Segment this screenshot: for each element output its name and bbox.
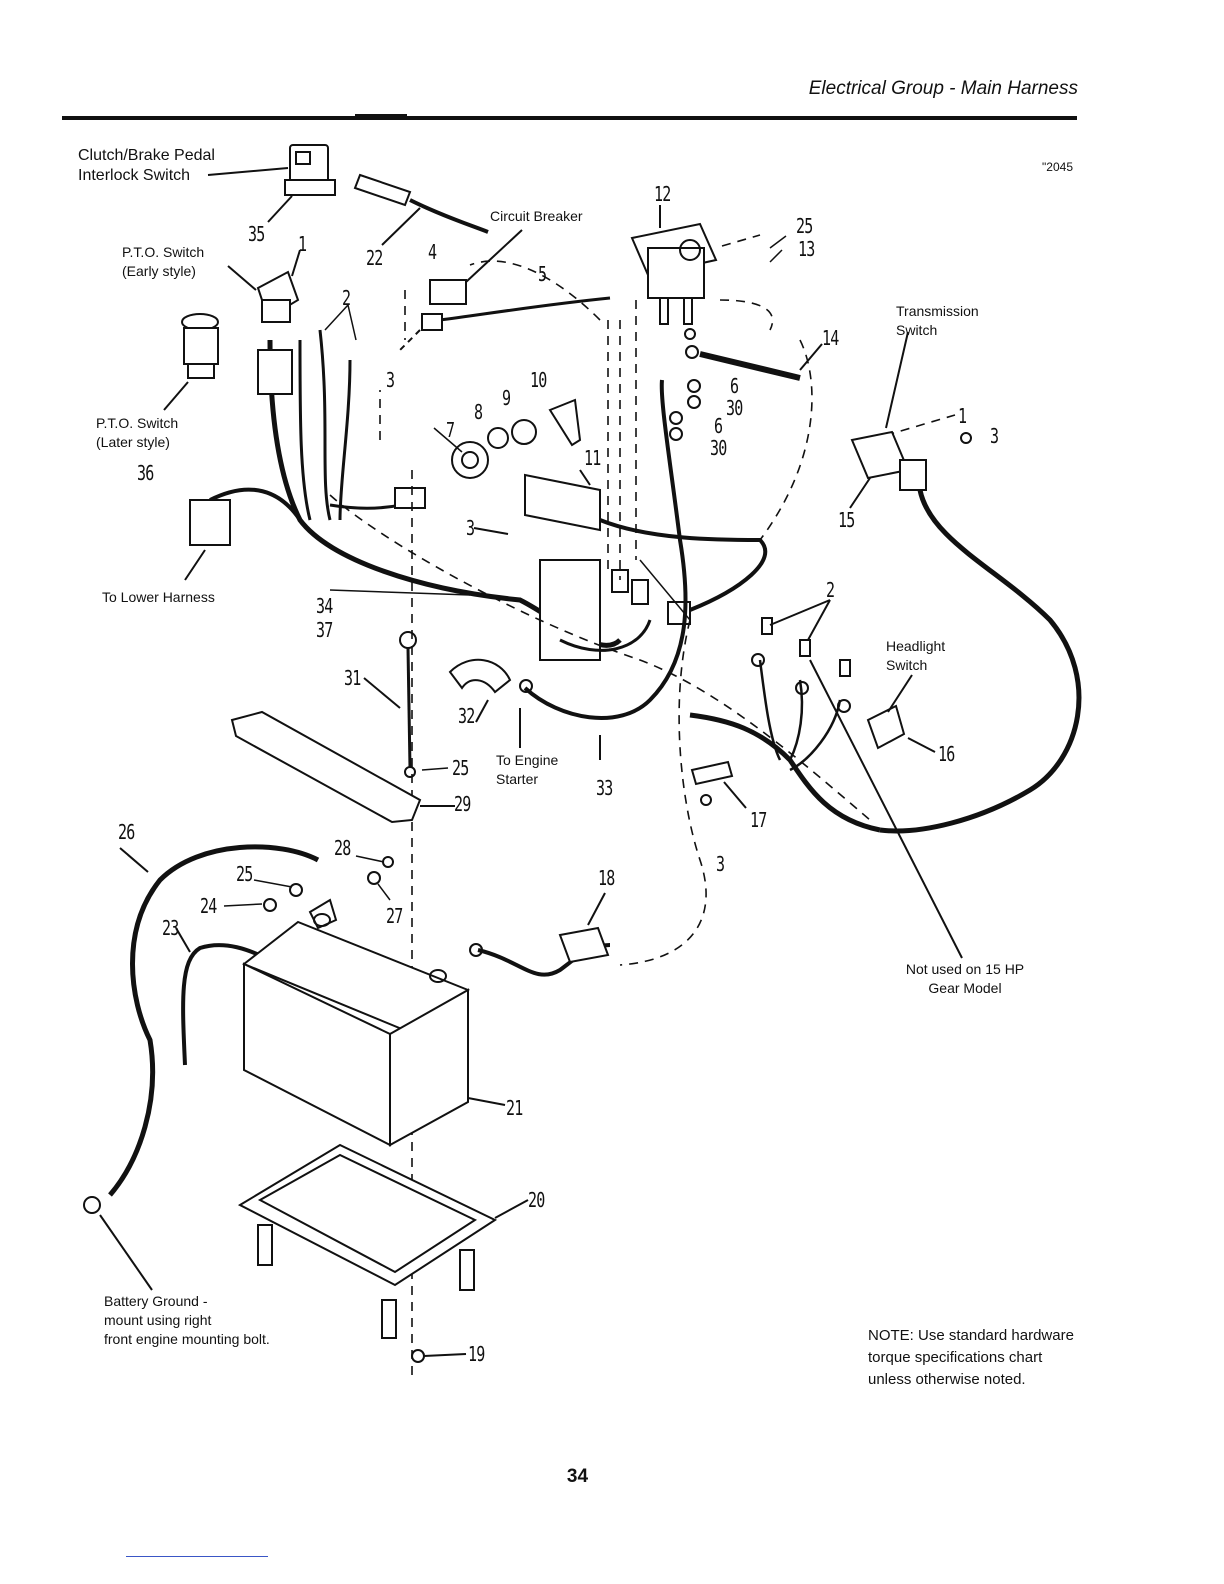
part-number-36: 36 — [137, 461, 154, 485]
washers-6-30 — [669, 379, 701, 441]
headlight-harness — [689, 599, 963, 959]
part-number-1-transmission: 1 — [958, 404, 967, 428]
part-number-3: 3 — [386, 368, 395, 392]
label-not-used-15hp: Not used on 15 HP Gear Model — [905, 961, 1025, 996]
module-11 — [473, 469, 601, 535]
part-number-16: 16 — [938, 742, 955, 766]
part-number-6-lower: 6 — [714, 414, 723, 438]
part-number-22: 22 — [366, 246, 383, 270]
clutch-interlock-switch — [207, 144, 336, 223]
part-number-12: 12 — [654, 182, 671, 206]
part-number-29: 29 — [454, 792, 471, 816]
label-pto-switch-early: P.T.O. Switch (Early style) — [122, 244, 205, 279]
rod-31 — [363, 631, 417, 778]
battery-hold-down — [230, 710, 455, 824]
footer-link-line — [126, 1556, 268, 1557]
part-number-7: 7 — [446, 418, 455, 442]
label-transmission-switch: Transmission Switch — [896, 303, 979, 338]
part-number-3-transmission: 3 — [990, 424, 999, 448]
part-number-20: 20 — [528, 1188, 545, 1212]
cable-26 — [83, 844, 320, 1291]
bracket-17 — [690, 760, 747, 809]
part-number-4: 4 — [428, 240, 437, 264]
cable-33 — [519, 379, 688, 760]
label-circuit-breaker: Circuit Breaker — [490, 208, 583, 224]
part-number-30-lower: 30 — [710, 436, 727, 460]
part-number-1: 1 — [298, 232, 307, 256]
part-number-32: 32 — [458, 704, 475, 728]
main-harness-bundle — [184, 329, 768, 661]
pto-switch-later — [163, 313, 219, 411]
part-number-3-bracket: 3 — [716, 852, 725, 876]
ignition-parts — [451, 398, 582, 479]
part-number-25: 25 — [796, 214, 813, 238]
label-to-lower-harness: To Lower Harness — [102, 589, 215, 605]
header-rule — [62, 116, 1077, 120]
part-number-11: 11 — [584, 446, 601, 470]
part-number-28: 28 — [334, 836, 351, 860]
part-number-19: 19 — [468, 1342, 485, 1366]
part-number-2-headlight: 2 — [826, 578, 835, 602]
battery-21 — [242, 913, 506, 1147]
pto-switch-early — [227, 249, 301, 323]
part-number-8: 8 — [474, 400, 483, 424]
part-number-25-battery: 25 — [236, 862, 253, 886]
part-number-26: 26 — [118, 820, 135, 844]
part-number-14: 14 — [822, 326, 839, 350]
part-number-23: 23 — [162, 916, 179, 940]
cable-18 — [469, 892, 611, 977]
label-battery-ground: Battery Ground - mount using right front… — [104, 1293, 270, 1347]
part-number-9: 9 — [502, 386, 511, 410]
cable-23 — [175, 927, 271, 1066]
part-number-30-upper: 30 — [726, 396, 743, 420]
cable-14 — [684, 328, 823, 381]
part-number-37: 37 — [316, 618, 333, 642]
part-number-5: 5 — [538, 262, 547, 286]
part-number-25-rod: 25 — [452, 756, 469, 780]
part-number-35: 35 — [248, 222, 265, 246]
part-number-2: 2 — [342, 286, 351, 310]
boot-32 — [448, 658, 512, 723]
part-number-13: 13 — [798, 237, 815, 261]
leader-lines — [223, 235, 787, 907]
header-rule-accent — [355, 114, 407, 117]
part-number-3-module: 3 — [466, 516, 475, 540]
starter-solenoid — [630, 205, 718, 325]
part-number-15: 15 — [838, 508, 855, 532]
torque-note: NOTE: Use standard hardware torque speci… — [868, 1327, 1074, 1388]
part-number-6-upper: 6 — [730, 374, 739, 398]
page-header-title: Electrical Group - Main Harness — [808, 78, 1078, 99]
part-number-34: 34 — [316, 594, 333, 618]
wire-22 — [353, 173, 489, 246]
part-number-18: 18 — [598, 866, 615, 890]
page-number: 34 — [566, 1466, 589, 1487]
label-headlight-switch: Headlight Switch — [886, 638, 946, 673]
part-number-24: 24 — [200, 894, 217, 918]
part-number-21: 21 — [506, 1096, 523, 1120]
part-number-17: 17 — [750, 808, 767, 832]
label-to-engine-starter: To Engine Starter — [496, 752, 559, 787]
part-number-31: 31 — [344, 666, 361, 690]
label-pto-switch-later: P.T.O. Switch (Later style) — [96, 415, 179, 450]
part-number-10: 10 — [530, 368, 547, 392]
circuit-breaker — [397, 229, 611, 353]
part-number-27: 27 — [386, 904, 403, 928]
figure-number: "2045 — [1042, 160, 1073, 174]
part-number-33: 33 — [596, 776, 613, 800]
label-clutch-interlock-switch: Clutch/Brake Pedal Interlock Switch — [78, 147, 215, 184]
transmission-switch — [849, 331, 1082, 834]
battery-tray-20 — [237, 1143, 529, 1363]
